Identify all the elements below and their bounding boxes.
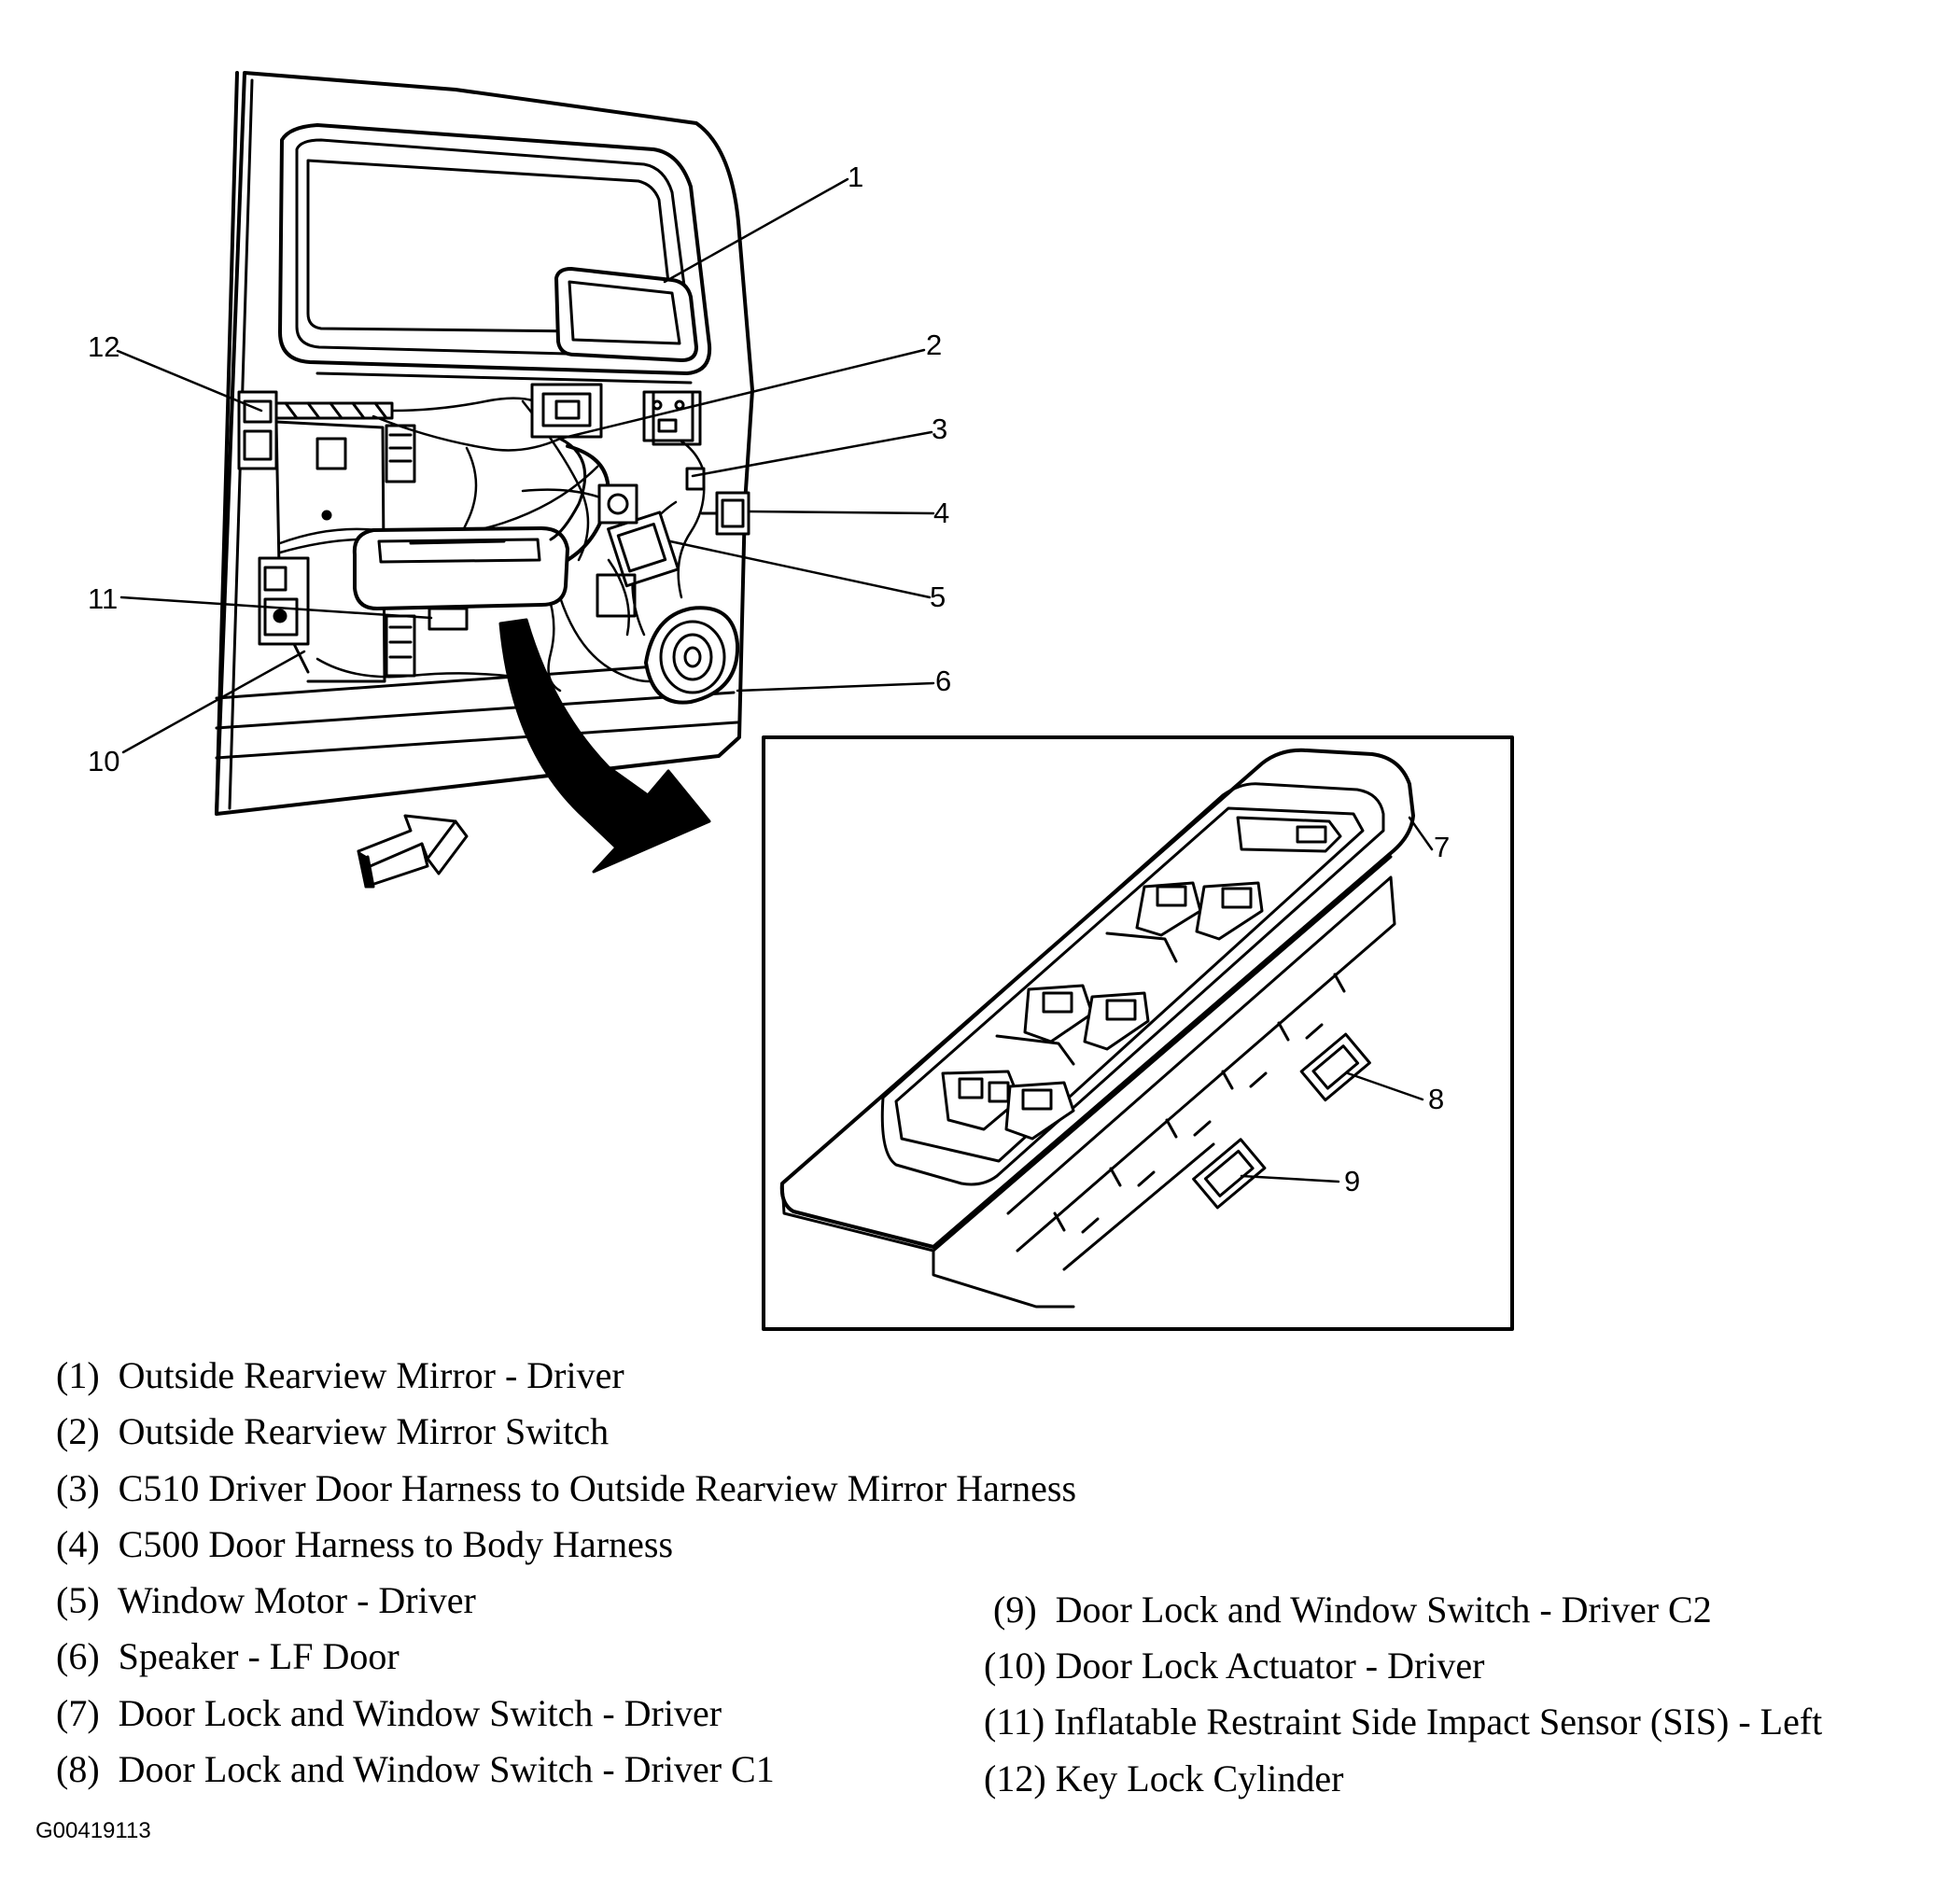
callout-11: 11 — [88, 582, 118, 615]
legend-num: (9) — [993, 1589, 1037, 1631]
legend-text: Door Lock Actuator - Driver — [1055, 1645, 1485, 1687]
legend-text: Door Lock and Window Switch - Driver C2 — [1055, 1589, 1712, 1631]
callout-4: 4 — [933, 497, 949, 529]
switch-assembly — [779, 748, 1415, 1309]
legend-num: (10) — [984, 1645, 1046, 1687]
callout-6: 6 — [935, 665, 951, 697]
leader-7 — [1408, 816, 1434, 851]
leader-3 — [691, 430, 933, 478]
curved-arrow — [498, 618, 711, 874]
front-arrow — [357, 814, 469, 889]
leader-5 — [668, 539, 932, 599]
figure-code: G00419113 — [35, 1818, 151, 1843]
legend-num: (8) — [56, 1748, 100, 1790]
window-motor — [596, 483, 680, 618]
legend-num: (2) — [56, 1410, 100, 1452]
upper-plate — [652, 390, 702, 446]
callout-2: 2 — [926, 329, 942, 361]
legend-item-8: (8) Door Lock and Window Switch - Driver… — [56, 1751, 775, 1788]
speaker — [644, 606, 740, 705]
legend-text: Window Motor - Driver — [117, 1579, 476, 1621]
legend-item-11: (11) Inflatable Restraint Side Impact Se… — [984, 1703, 1822, 1741]
leader-11 — [119, 595, 433, 620]
legend-item-1: (1) Outside Rearview Mirror - Driver — [56, 1357, 624, 1394]
side-impact-sensor — [428, 607, 469, 631]
legend-num: (11) — [984, 1701, 1045, 1743]
legend-num: (3) — [56, 1467, 100, 1509]
legend-item-10: (10) Door Lock Actuator - Driver — [984, 1647, 1484, 1685]
legend-item-3: (3) C510 Driver Door Harness to Outside … — [56, 1470, 1076, 1507]
legend-num: (12) — [984, 1757, 1046, 1799]
callout-12: 12 — [88, 330, 119, 363]
callout-labels: 1 2 3 4 5 6 7 8 9 10 11 12 — [88, 161, 1450, 1197]
leader-12 — [116, 349, 263, 413]
callout-5: 5 — [930, 581, 946, 613]
legend-item-2: (2) Outside Rearview Mirror Switch — [56, 1413, 609, 1450]
legend-text: C510 Driver Door Harness to Outside Rear… — [118, 1467, 1077, 1509]
leader-1 — [663, 177, 849, 284]
leader-9 — [1240, 1174, 1340, 1183]
legend-num: (5) — [56, 1579, 100, 1621]
callout-1: 1 — [848, 161, 863, 193]
inset-box — [762, 735, 1514, 1331]
legend-text: Outside Rearview Mirror - Driver — [118, 1354, 624, 1396]
leader-8 — [1346, 1071, 1424, 1101]
legend-text: Door Lock and Window Switch - Driver — [118, 1692, 722, 1734]
legend-num: (1) — [56, 1354, 100, 1396]
legend-num: (6) — [56, 1635, 100, 1677]
leader-10 — [121, 650, 306, 754]
legend-item-4: (4) C500 Door Harness to Body Harness — [56, 1526, 673, 1563]
callout-3: 3 — [932, 413, 947, 445]
outside-mirror — [554, 267, 698, 362]
leader-4 — [747, 510, 935, 515]
legend-text: Outside Rearview Mirror Switch — [118, 1410, 610, 1452]
legend-text: Speaker - LF Door — [118, 1635, 400, 1677]
callout-9: 9 — [1344, 1165, 1360, 1197]
leader-lines — [116, 177, 1434, 1183]
legend-text: C500 Door Harness to Body Harness — [118, 1523, 674, 1565]
legend-num: (4) — [56, 1523, 100, 1565]
legend-text: Door Lock and Window Switch - Driver C1 — [118, 1748, 775, 1790]
callout-7: 7 — [1434, 831, 1450, 863]
legend-num: (7) — [56, 1692, 100, 1734]
leader-2 — [558, 348, 926, 441]
callout-8: 8 — [1428, 1083, 1444, 1115]
leader-6 — [736, 681, 935, 693]
callout-10: 10 — [88, 745, 119, 777]
armrest — [352, 437, 610, 610]
legend-item-5: (5) Window Motor - Driver — [56, 1582, 476, 1619]
legend-item-6: (6) Speaker - LF Door — [56, 1638, 400, 1675]
legend-text: Key Lock Cylinder — [1055, 1757, 1344, 1799]
legend-item-9: (9) Door Lock and Window Switch - Driver… — [993, 1591, 1712, 1629]
legend-item-7: (7) Door Lock and Window Switch - Driver — [56, 1695, 722, 1732]
legend-text: Inflatable Restraint Side Impact Sensor … — [1054, 1701, 1823, 1743]
legend-item-12: (12) Key Lock Cylinder — [984, 1760, 1343, 1798]
